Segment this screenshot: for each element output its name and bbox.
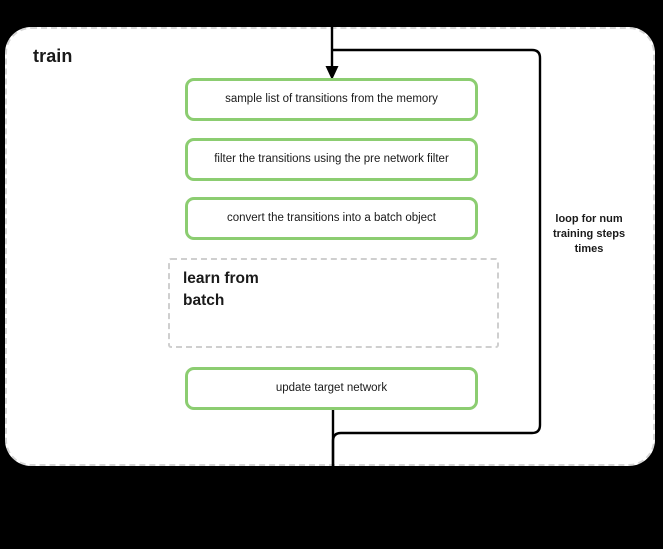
sub-block-title: learn from batch [183,270,259,309]
sub-block-learn-from-batch[interactable]: learn from batch [168,258,499,348]
step-label: update target network [275,382,388,395]
step-label: filter the transitions using the pre net… [214,153,449,166]
step-label: convert the transitions into a batch obj… [226,212,437,225]
step-box-convert[interactable]: convert the transitions into a batch obj… [185,197,478,240]
step-box-sample[interactable]: sample list of transitions from the memo… [185,78,478,121]
step-box-filter[interactable]: filter the transitions using the pre net… [185,138,478,181]
step-box-update[interactable]: update target network [185,367,478,410]
loop-caption: loop for num training steps times [552,213,626,255]
page-title: train [33,46,73,66]
step-label: sample list of transitions from the memo… [225,93,438,106]
